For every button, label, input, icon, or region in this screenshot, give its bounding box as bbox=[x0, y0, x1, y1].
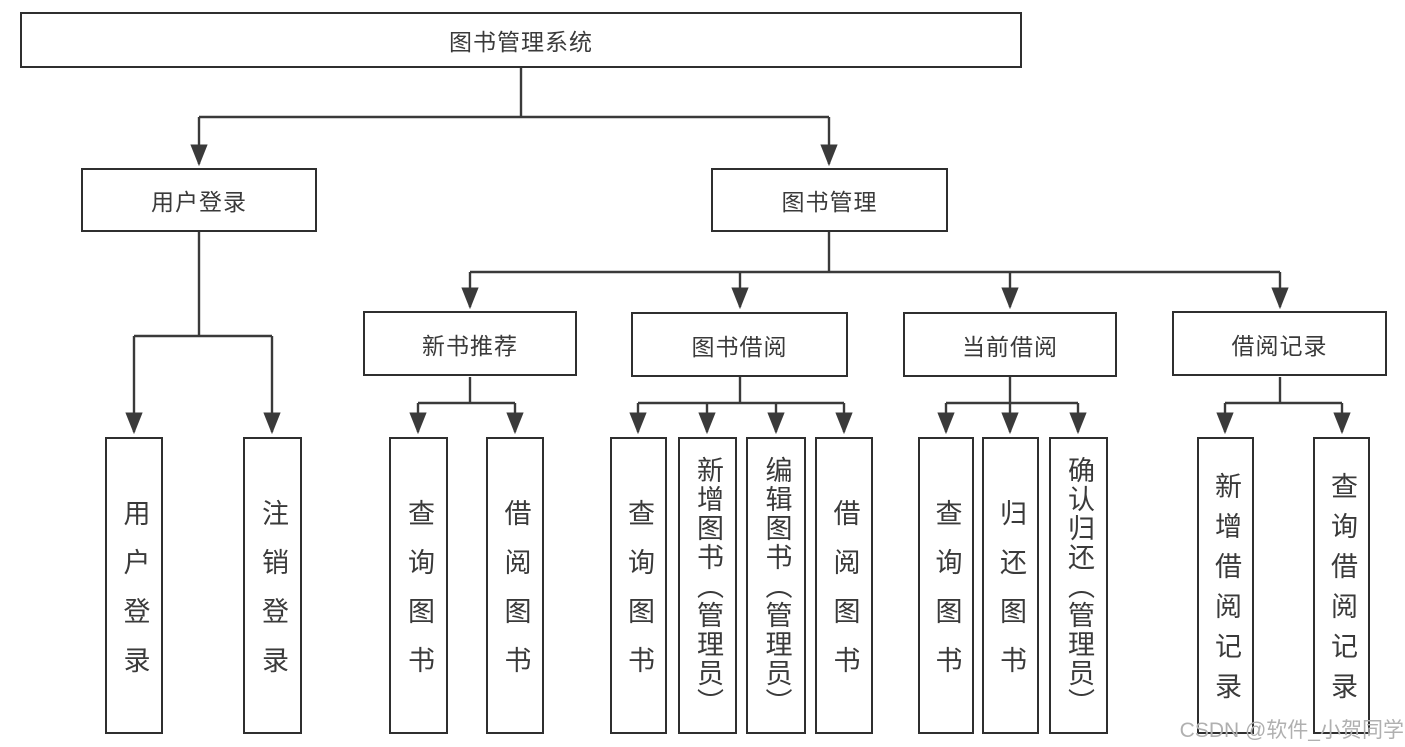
node-book-borrow: 图书借阅 bbox=[631, 312, 848, 377]
leaf-cb-return-books-label: 归还图书 bbox=[996, 498, 1026, 695]
leaf-logout-label: 注销登录 bbox=[258, 498, 288, 695]
leaf-bb-query-books: 查询图书 bbox=[610, 437, 667, 734]
leaf-br-query-record-label: 查询借阅记录 bbox=[1327, 472, 1357, 712]
leaf-br-add-record: 新增借阅记录 bbox=[1197, 437, 1254, 734]
watermark: CSDN @软件_小贺同学 bbox=[1179, 719, 1404, 742]
node-user-login-label: 用户登录 bbox=[151, 189, 247, 215]
node-borrow-records-label: 借阅记录 bbox=[1231, 332, 1328, 359]
leaf-br-add-record-label: 新增借阅记录 bbox=[1211, 472, 1241, 712]
node-book-borrow-label: 图书借阅 bbox=[691, 333, 788, 360]
node-new-book-recommend: 新书推荐 bbox=[363, 311, 577, 376]
leaf-cb-confirm-return-label: 确认归还（管理员） bbox=[1064, 456, 1094, 717]
leaf-nb-query-books: 查询图书 bbox=[389, 437, 448, 734]
node-root: 图书管理系统 bbox=[20, 12, 1022, 68]
leaf-cb-query-books: 查询图书 bbox=[918, 437, 974, 734]
node-current-borrow: 当前借阅 bbox=[903, 312, 1117, 377]
leaf-bb-borrow-books-label: 借阅图书 bbox=[829, 498, 860, 695]
node-book-management-label: 图书管理 bbox=[781, 189, 878, 215]
leaf-br-query-record: 查询借阅记录 bbox=[1313, 437, 1370, 734]
leaf-cb-confirm-return: 确认归还（管理员） bbox=[1049, 437, 1108, 734]
leaf-cb-query-books-label: 查询图书 bbox=[931, 498, 962, 695]
leaf-logout: 注销登录 bbox=[243, 437, 302, 734]
node-current-borrow-label: 当前借阅 bbox=[962, 333, 1058, 360]
node-user-login: 用户登录 bbox=[81, 168, 317, 232]
leaf-bb-borrow-books: 借阅图书 bbox=[815, 437, 873, 734]
leaf-bb-edit-books: 编辑图书（管理员） bbox=[746, 437, 806, 734]
leaf-bb-edit-books-label: 编辑图书（管理员） bbox=[761, 456, 792, 717]
leaf-nb-query-books-label: 查询图书 bbox=[404, 498, 434, 695]
leaf-nb-borrow-books: 借阅图书 bbox=[486, 437, 544, 734]
node-root-label: 图书管理系统 bbox=[449, 29, 593, 55]
leaf-bb-add-books-label: 新增图书（管理员） bbox=[693, 456, 723, 717]
leaf-bb-query-books-label: 查询图书 bbox=[624, 498, 654, 695]
leaf-nb-borrow-books-label: 借阅图书 bbox=[500, 498, 531, 695]
node-book-management: 图书管理 bbox=[711, 168, 948, 232]
node-borrow-records: 借阅记录 bbox=[1172, 311, 1387, 376]
leaf-user-login: 用户登录 bbox=[105, 437, 163, 734]
node-new-book-recommend-label: 新书推荐 bbox=[422, 332, 518, 359]
leaf-user-login-label: 用户登录 bbox=[119, 498, 150, 695]
leaf-bb-add-books: 新增图书（管理员） bbox=[678, 437, 737, 734]
leaf-cb-return-books: 归还图书 bbox=[982, 437, 1039, 734]
